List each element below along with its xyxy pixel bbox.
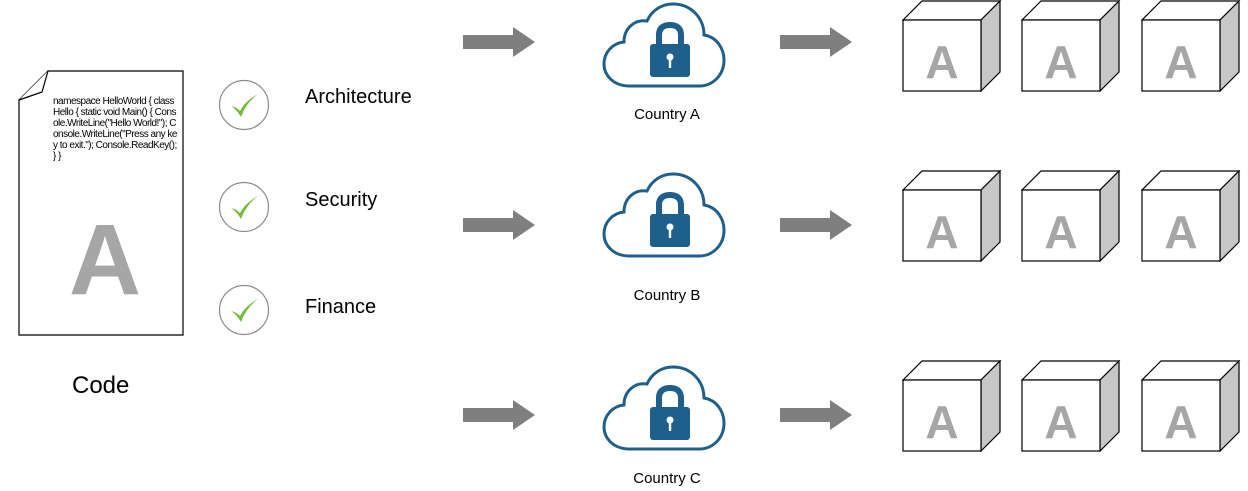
container-box-icon: A	[1141, 360, 1241, 452]
country-label-c: Country C	[633, 470, 701, 487]
code-caption: Code	[72, 372, 130, 399]
box-letter: A	[925, 396, 958, 448]
container-box-icon: A	[902, 170, 1002, 262]
box-letter: A	[925, 36, 958, 88]
arrow-right-icon	[463, 27, 535, 57]
check-label-security: Security	[305, 189, 378, 211]
box-letter: A	[1164, 36, 1197, 88]
cloud-lock-icon	[602, 2, 726, 88]
check-label-architecture: Architecture	[305, 86, 412, 108]
check-finance-icon	[218, 284, 270, 336]
document-icon	[18, 70, 184, 336]
check-label-finance: Finance	[305, 296, 377, 318]
country-label-b: Country B	[633, 287, 701, 304]
container-box-icon: A	[1141, 0, 1241, 92]
box-letter: A	[1044, 396, 1077, 448]
box-letter: A	[1164, 206, 1197, 258]
check-security-icon	[218, 181, 270, 233]
country-label-a: Country A	[634, 106, 700, 123]
arrow-right-icon	[780, 27, 852, 57]
container-box-icon: A	[1141, 170, 1241, 262]
container-box-icon: A	[1021, 360, 1121, 452]
arrow-right-icon	[780, 400, 852, 430]
document-letter: A	[68, 204, 142, 316]
container-box-icon: A	[902, 0, 1002, 92]
arrow-right-icon	[780, 210, 852, 240]
arrow-right-icon	[463, 400, 535, 430]
box-letter: A	[1044, 36, 1077, 88]
container-box-icon: A	[1021, 170, 1121, 262]
cloud-lock-icon	[602, 172, 726, 258]
check-architecture-icon	[218, 79, 270, 131]
container-box-icon: A	[1021, 0, 1121, 92]
arrow-right-icon	[463, 210, 535, 240]
container-box-icon: A	[902, 360, 1002, 452]
box-letter: A	[1044, 206, 1077, 258]
cloud-lock-icon	[602, 365, 726, 451]
code-snippet: namespace HelloWorld { class Hello { sta…	[53, 96, 177, 162]
box-letter: A	[1164, 396, 1197, 448]
code-document: namespace HelloWorld { class Hello { sta…	[18, 70, 184, 336]
box-letter: A	[925, 206, 958, 258]
